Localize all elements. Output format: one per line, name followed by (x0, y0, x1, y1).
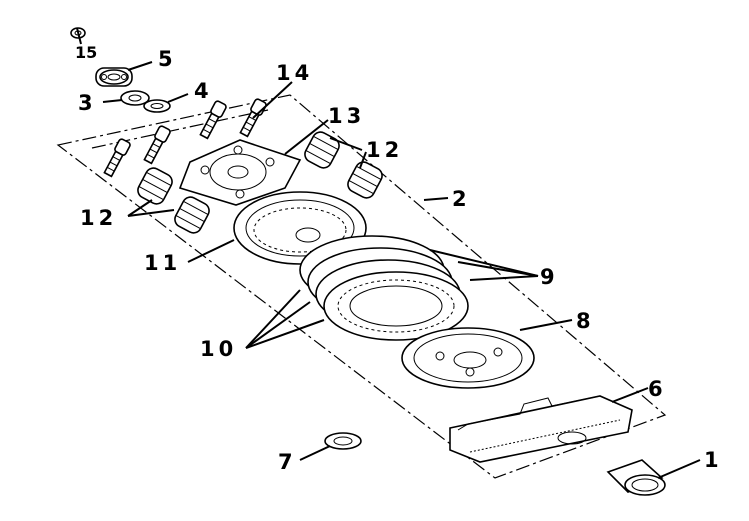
callout-10: 10 (200, 337, 237, 361)
part-5-bearing (95, 67, 133, 87)
part-1-bushing (606, 459, 666, 496)
callout-3: 3 (78, 91, 93, 115)
callout-1: 1 (704, 448, 719, 472)
callout-12-top: 12 (366, 138, 403, 162)
callout-7: 7 (278, 450, 293, 474)
callout-11: 11 (144, 251, 181, 275)
callout-13: 13 (328, 104, 365, 128)
leader-lines (76, 27, 701, 479)
callout-15: 15 (75, 43, 97, 62)
part-7-thrust-washer (324, 432, 362, 450)
callout-8: 8 (576, 309, 591, 333)
part-12-springs (137, 131, 383, 234)
callout-14: 14 (276, 61, 313, 85)
part-13-pressure-plate (178, 139, 302, 206)
callout-2: 2 (452, 187, 467, 211)
part-3-nut (120, 90, 150, 106)
callout-4: 4 (194, 79, 209, 103)
callout-5: 5 (158, 47, 173, 71)
part-8-clutch-center (401, 327, 535, 389)
part-9-10-clutch-plates (299, 235, 469, 341)
callout-9: 9 (540, 265, 555, 289)
part-6-clutch-housing (449, 395, 633, 463)
callout-12-left: 12 (80, 206, 117, 230)
callout-6: 6 (648, 377, 663, 401)
part-4-washer (143, 99, 171, 113)
